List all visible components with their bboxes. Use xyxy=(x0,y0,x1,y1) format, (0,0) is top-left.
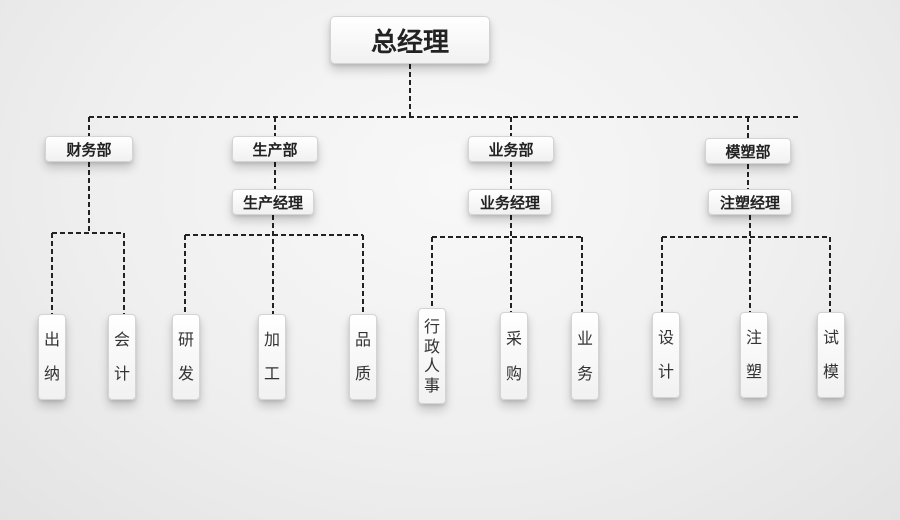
unit-box: 行政人事 xyxy=(418,308,446,404)
unit-box: 试模 xyxy=(817,312,845,398)
manager-molding: 注塑经理 xyxy=(708,189,792,215)
unit-box: 业务 xyxy=(571,312,599,400)
dept-molding: 模塑部 xyxy=(705,138,791,164)
unit-box: 采购 xyxy=(500,312,528,400)
manager-business: 业务经理 xyxy=(468,189,552,215)
dept-business: 业务部 xyxy=(468,136,554,162)
dept-finance: 财务部 xyxy=(45,136,133,162)
unit-box: 加工 xyxy=(258,314,286,400)
unit-box: 品质 xyxy=(349,314,377,400)
unit-box: 会计 xyxy=(108,314,136,400)
dept-production: 生产部 xyxy=(232,136,318,162)
general-manager-box: 总经理 xyxy=(330,16,490,64)
unit-box: 出纳 xyxy=(38,314,66,400)
manager-production: 生产经理 xyxy=(232,189,314,215)
unit-box: 研发 xyxy=(172,314,200,400)
unit-box: 设计 xyxy=(652,312,680,398)
unit-box: 注塑 xyxy=(740,312,768,398)
